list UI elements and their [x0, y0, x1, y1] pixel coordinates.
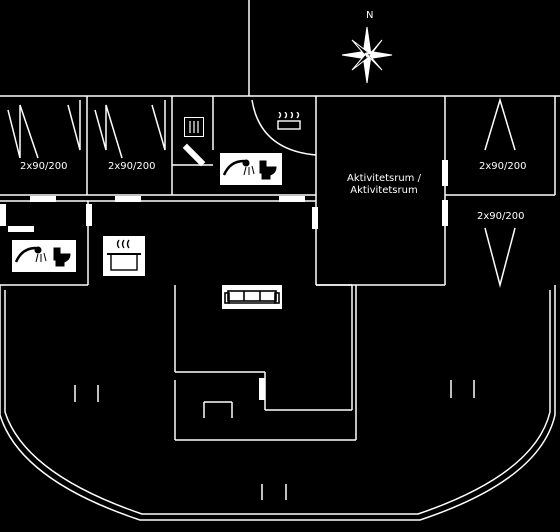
shower-toilet-icon: [12, 240, 76, 272]
activity-room-label-line-2: Aktivitetsrum: [350, 185, 418, 196]
cooking-pot-icon: [103, 236, 145, 276]
activity-room-label: Aktivitetsrum / Aktivitetsrum: [334, 173, 434, 197]
shower-toilet-icon: [220, 153, 282, 185]
compass: N: [340, 10, 395, 85]
activity-room-label-line-1: Aktivitetsrum /: [347, 173, 421, 184]
north-label: N: [366, 10, 374, 21]
sauna-icon: [276, 111, 302, 130]
sofa-icon: [222, 285, 282, 309]
bed-size-label-room-3: 2x90/200: [479, 161, 527, 172]
ski-storage-icon: [184, 117, 204, 137]
bed-size-label-room-4: 2x90/200: [477, 211, 525, 222]
bed-size-label-room-2: 2x90/200: [108, 161, 156, 172]
compass-rose-icon: [341, 26, 393, 84]
bed-size-label-room-1: 2x90/200: [20, 161, 68, 172]
